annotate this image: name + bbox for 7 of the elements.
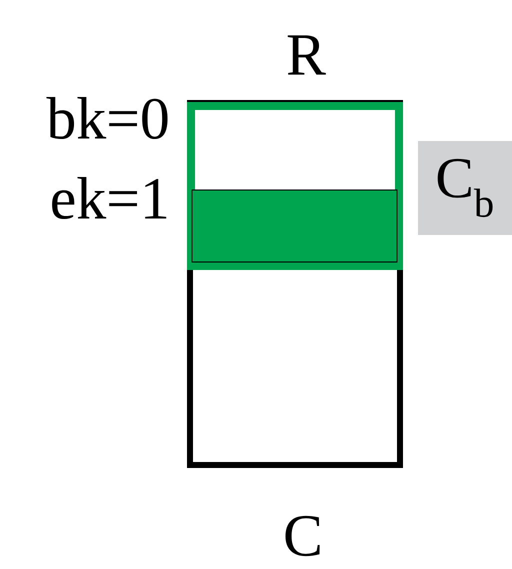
filled-band xyxy=(192,190,398,262)
label-box: C$_{b}$ xyxy=(418,141,512,235)
text-label: ek=1 xyxy=(52,176,166,220)
text-label: bk=0 xyxy=(46,96,168,140)
band-outline xyxy=(187,102,403,270)
text-label: R xyxy=(288,35,326,75)
text-label: C xyxy=(286,516,320,556)
